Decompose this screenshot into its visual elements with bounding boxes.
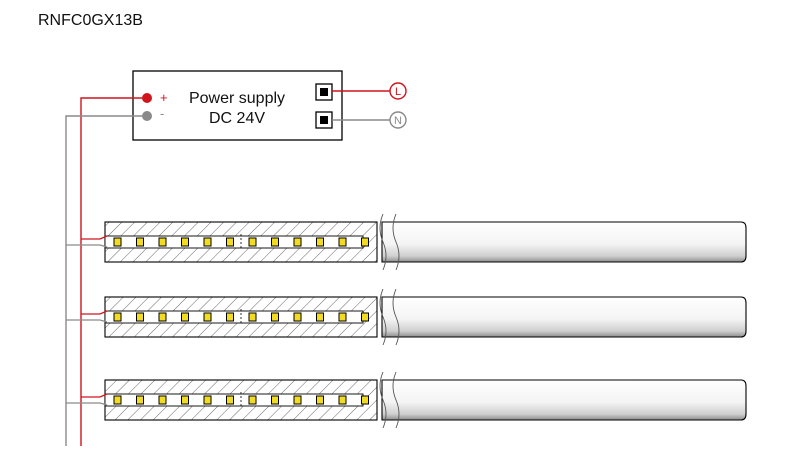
strip-positive-wire: [81, 310, 108, 315]
power-supply: Power supply DC 24V + -: [132, 70, 343, 141]
break-line: [379, 213, 387, 271]
negative-sign: -: [160, 106, 164, 121]
led-chip: [293, 237, 302, 247]
live-circle: [389, 82, 407, 100]
led-chip: [293, 395, 302, 405]
break-line: [392, 213, 400, 271]
strip-tube: [381, 379, 747, 421]
positive-sign: +: [160, 90, 168, 105]
led-chip: [361, 395, 369, 405]
strip-tube: [381, 221, 747, 263]
power-supply-box: [132, 70, 343, 141]
neutral-circle: [389, 111, 407, 129]
led-chip: [248, 237, 257, 247]
led-chip: [136, 312, 144, 322]
neutral-label: N: [394, 115, 402, 127]
led-chip: [136, 395, 144, 405]
break-line: [379, 371, 387, 429]
negative-terminal-dot: [142, 111, 152, 121]
break-line: [392, 371, 400, 429]
strip-tube: [381, 296, 747, 338]
led-chip: [361, 237, 369, 247]
led-strips: [66, 213, 747, 429]
led-chip: [158, 312, 167, 322]
led-chip: [113, 312, 122, 322]
led-chip: [158, 237, 167, 247]
led-chip: [316, 395, 324, 405]
power-supply-voltage: DC 24V: [209, 110, 265, 127]
led-chip: [136, 237, 144, 247]
led-chip: [203, 395, 212, 405]
led-chip: [271, 237, 279, 247]
led-chip: [338, 237, 347, 247]
led-chip: [338, 312, 347, 322]
led-chip: [226, 312, 234, 322]
led-chip: [181, 237, 189, 247]
led-chip: [158, 395, 167, 405]
led-chip: [248, 312, 257, 322]
led-chip: [226, 395, 234, 405]
led-chip: [113, 237, 122, 247]
led-strip: [66, 288, 747, 346]
live-label: L: [395, 86, 401, 98]
led-chip: [271, 312, 279, 322]
negative-bus-wire: [65, 115, 142, 446]
strip-negative-wire: [66, 319, 108, 323]
power-supply-label: Power supply: [189, 90, 285, 107]
led-chip: [316, 237, 324, 247]
led-chip: [248, 395, 257, 405]
break-line: [392, 288, 400, 346]
strip-positive-wire: [81, 235, 108, 240]
led-chip: [113, 395, 122, 405]
led-chip: [293, 312, 302, 322]
led-chip: [203, 237, 212, 247]
led-chip: [181, 395, 189, 405]
led-chip: [338, 395, 347, 405]
product-code-title: RNFC0GX13B: [38, 12, 143, 29]
positive-terminal-dot: [142, 93, 152, 103]
positive-bus-wire: [80, 97, 142, 446]
led-chip: [226, 237, 234, 247]
led-chip: [203, 312, 212, 322]
led-chip: [271, 395, 279, 405]
led-strip: [66, 371, 747, 429]
strip-positive-wire: [81, 393, 108, 398]
led-strip: [66, 213, 747, 271]
strip-negative-wire: [66, 402, 108, 406]
strip-negative-wire: [66, 244, 108, 248]
break-line: [379, 288, 387, 346]
led-chip: [181, 312, 189, 322]
led-chip: [361, 312, 369, 322]
led-chip: [316, 312, 324, 322]
